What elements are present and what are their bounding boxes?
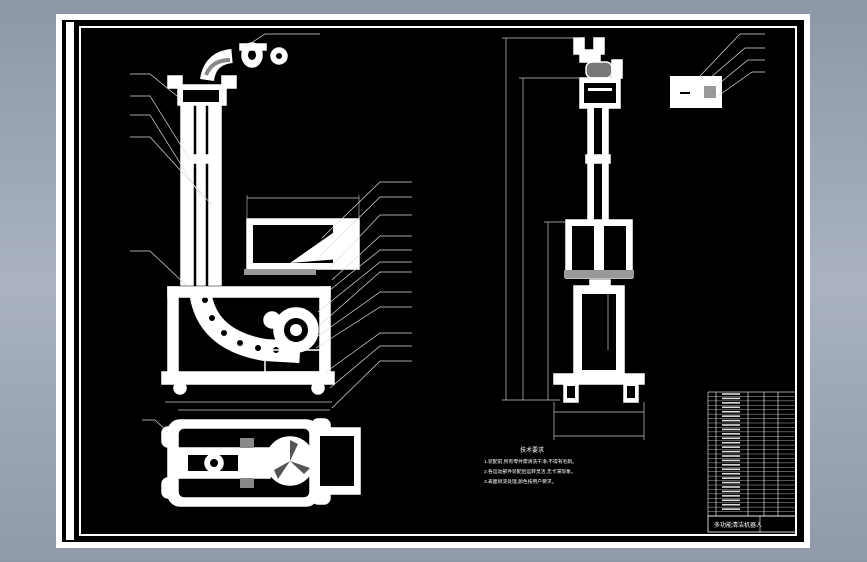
leader-lines-left xyxy=(130,33,320,286)
binding-strip xyxy=(66,22,74,540)
column-right xyxy=(208,104,222,286)
base-bottom-rail xyxy=(161,371,335,385)
title-block: 多功能清洁机器人 xyxy=(707,515,797,533)
parts-list-cell-mark xyxy=(722,486,740,488)
inner-border xyxy=(79,26,797,536)
parts-list-cell-mark xyxy=(722,433,740,435)
parts-list-cell-mark xyxy=(722,397,740,400)
column-left xyxy=(180,104,194,286)
parts-list-cell-mark xyxy=(722,499,740,502)
side-view xyxy=(553,37,645,403)
parts-list-cell-mark xyxy=(722,446,740,448)
parts-list-cell-mark xyxy=(722,508,740,510)
parts-list-cell-mark xyxy=(722,459,740,462)
parts-list-cell-mark xyxy=(722,437,740,440)
parts-list-cell-mark xyxy=(722,410,740,413)
base-top-rail xyxy=(167,286,331,298)
column-mid xyxy=(196,104,206,286)
leader-lines-right xyxy=(315,181,412,409)
title-block-title: 多功能清洁机器人 xyxy=(714,521,762,529)
parts-list-cell-mark xyxy=(722,481,740,484)
tech-req-line-2: 2.各运动部件装配后运转灵活,无卡滞现象。 xyxy=(484,468,576,475)
parts-list-rows xyxy=(708,393,796,512)
parts-list-cell-mark xyxy=(722,477,740,479)
parts-list-cell-mark xyxy=(722,495,740,497)
tech-req-heading: 技术要求 xyxy=(520,446,544,454)
parts-list-cell-mark xyxy=(722,415,740,417)
parts-list-cell-mark xyxy=(722,419,740,422)
parts-list-cell-mark xyxy=(722,393,740,395)
tech-req-line-3: 3.表面喷漆处理,颜色按用户要求。 xyxy=(484,478,557,485)
parts-list-cell-mark xyxy=(722,468,740,471)
side-view-dimensions xyxy=(502,37,645,440)
parts-list-cell-mark xyxy=(722,441,740,444)
parts-list-cell-mark xyxy=(722,503,740,506)
parts-list-cell-mark xyxy=(722,455,740,457)
parts-list-cell-mark xyxy=(722,464,740,466)
parts-list-cell-mark xyxy=(722,402,740,404)
parts-list-cell-mark xyxy=(722,472,740,475)
parts-list-cell-mark xyxy=(722,450,740,453)
front-view xyxy=(161,42,360,411)
technical-requirements: 技术要求 1.装配前,所有零件需清洗干净,不得有毛刺。 2.各运动部件装配后运转… xyxy=(484,446,577,485)
parts-list-cell-mark xyxy=(722,490,740,493)
parts-list-cell-mark xyxy=(722,428,740,431)
top-view xyxy=(161,418,361,507)
tech-req-line-1: 1.装配前,所有零件需清洗干净,不得有毛刺。 xyxy=(484,458,577,465)
caster-wheel-right xyxy=(311,381,325,395)
parts-list-cell-mark xyxy=(722,424,740,426)
detail-view xyxy=(670,33,765,108)
parts-list-cell-mark xyxy=(722,406,740,409)
caster-wheel-left xyxy=(173,381,187,395)
